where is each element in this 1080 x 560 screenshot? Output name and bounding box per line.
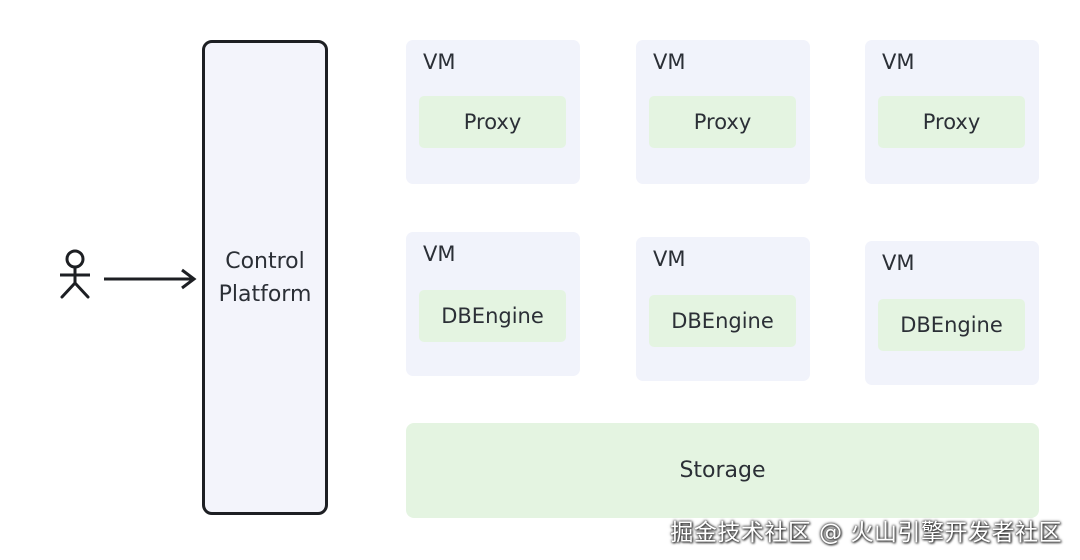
arrow-right-icon bbox=[100, 268, 200, 290]
proxy-component: Proxy bbox=[878, 96, 1025, 148]
storage-box: Storage bbox=[406, 423, 1039, 518]
vm-label: VM bbox=[882, 251, 915, 275]
vm-proxy-2: VM Proxy bbox=[636, 40, 810, 184]
vm-dbengine-1: VM DBEngine bbox=[406, 232, 580, 376]
proxy-component: Proxy bbox=[649, 96, 796, 148]
control-platform-box: Control Platform bbox=[202, 40, 328, 515]
vm-label: VM bbox=[653, 247, 686, 271]
proxy-component: Proxy bbox=[419, 96, 566, 148]
vm-label: VM bbox=[423, 242, 456, 266]
vm-label: VM bbox=[653, 50, 686, 74]
vm-proxy-3: VM Proxy bbox=[865, 40, 1039, 184]
vm-label: VM bbox=[423, 50, 456, 74]
vm-proxy-1: VM Proxy bbox=[406, 40, 580, 184]
vm-label: VM bbox=[882, 50, 915, 74]
vm-dbengine-3: VM DBEngine bbox=[865, 241, 1039, 385]
control-platform-label: Control Platform bbox=[218, 248, 312, 307]
storage-label: Storage bbox=[679, 458, 766, 483]
watermark: 掘金技术社区 @ 火山引擎开发者社区 bbox=[670, 520, 1062, 546]
user-icon bbox=[54, 248, 96, 300]
dbengine-component: DBEngine bbox=[878, 299, 1025, 351]
dbengine-component: DBEngine bbox=[419, 290, 566, 342]
dbengine-component: DBEngine bbox=[649, 295, 796, 347]
vm-dbengine-2: VM DBEngine bbox=[636, 237, 810, 381]
